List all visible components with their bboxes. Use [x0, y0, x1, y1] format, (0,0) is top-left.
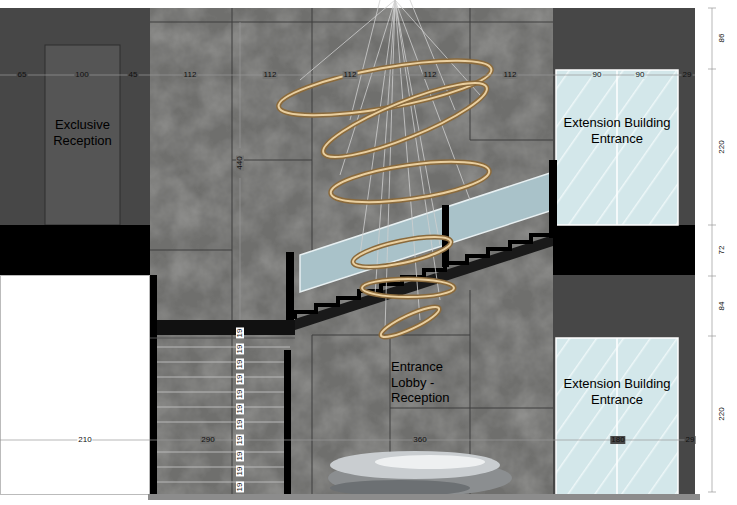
dimension-text: 19	[236, 389, 244, 400]
dimension-text: 65	[17, 71, 28, 79]
dimension-text: 19	[236, 404, 244, 415]
dimension-text: 29	[685, 436, 696, 444]
dimension-text: 19	[236, 466, 244, 477]
dimension-text: 19	[236, 451, 244, 462]
dimension-text: 86	[718, 33, 726, 44]
dimension-text: 112	[503, 71, 518, 79]
room-label: Extension Building Entrance	[560, 115, 674, 146]
dimension-text: 112	[183, 71, 198, 79]
dimension-text: 220	[718, 139, 726, 154]
dimension-text: 19	[236, 374, 244, 385]
dimension-text: 112	[423, 71, 438, 79]
dimension-text: 90	[592, 71, 603, 79]
dimension-text: 19	[236, 344, 244, 355]
dimension-text: 29	[682, 71, 693, 79]
room-label: Exclusive Reception	[49, 117, 116, 148]
glass-door: Extension Building Entrance	[556, 338, 678, 495]
dimension-text: 19	[236, 419, 244, 430]
dimension-text: 45	[128, 71, 139, 79]
dimension-text: 90	[635, 71, 646, 79]
dimension-text: 112	[343, 71, 358, 79]
dimension-text: 440	[236, 155, 244, 170]
dimension-text: 220	[718, 406, 726, 421]
dimension-text: 210	[77, 436, 92, 444]
dimension-text: 19	[236, 359, 244, 370]
dimension-text: 180	[610, 436, 625, 444]
dimension-text: 19	[236, 328, 244, 339]
dimension-text: 84	[718, 301, 726, 312]
dimension-text: 290	[200, 436, 215, 444]
room-label: Extension Building Entrance	[560, 376, 674, 407]
dimension-text: 19	[236, 435, 244, 446]
dimension-text: 100	[74, 71, 89, 79]
dimension-text: 360	[412, 436, 427, 444]
dimension-text: 19	[236, 482, 244, 493]
room-label: Entrance Lobby - Reception	[391, 359, 475, 406]
dimension-text: 72	[718, 245, 726, 256]
dimension-text: 112	[263, 71, 278, 79]
glass-door: Extension Building Entrance	[556, 70, 678, 225]
